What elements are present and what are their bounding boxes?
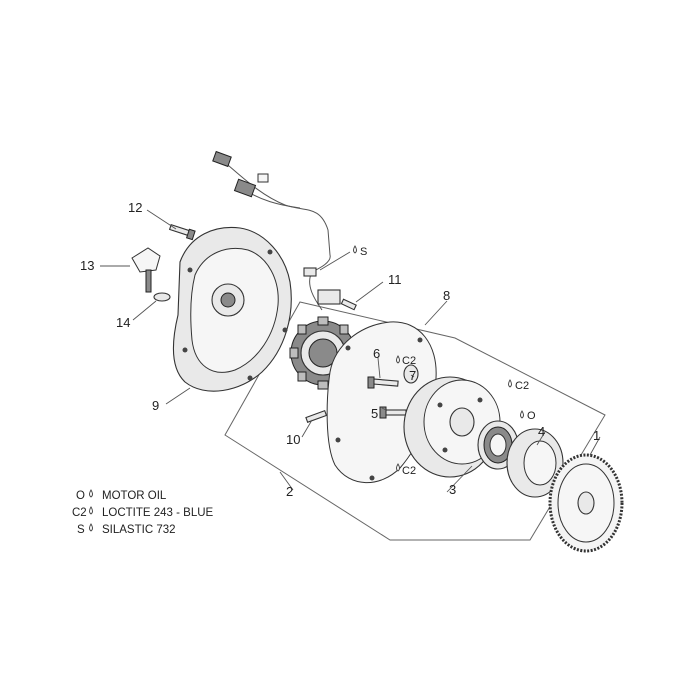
callout-8: 8 <box>443 288 450 303</box>
wiring-harness <box>212 150 331 311</box>
marker-c2-right: C2 <box>515 380 529 392</box>
part-7-washer <box>403 364 419 384</box>
callout-4: 4 <box>538 424 545 439</box>
callout-1: 1 <box>593 428 600 443</box>
drop-icon <box>396 355 400 364</box>
legend-text-motor-oil: MOTOR OIL <box>102 490 167 502</box>
assembly-group-outline <box>224 301 606 541</box>
part-6-bolt <box>367 376 399 389</box>
part-13-plug <box>131 247 161 293</box>
drop-icon <box>89 506 93 515</box>
drop-icon <box>89 523 93 532</box>
callout-12: 12 <box>128 200 142 215</box>
callout-14: 14 <box>116 315 130 330</box>
callout-9: 9 <box>152 398 159 413</box>
callout-2: 2 <box>286 484 293 499</box>
legend: O MOTOR OIL C2 LOCTITE 243 - BLUE S SILA… <box>72 489 214 536</box>
marker-c2-bottom: C2 <box>402 465 416 477</box>
drop-icon <box>520 410 524 419</box>
part-9-side-cover <box>172 226 292 392</box>
callout-11: 11 <box>388 272 402 287</box>
marker-c2-top: C2 <box>402 355 416 367</box>
part-14-o-ring <box>153 292 171 302</box>
callout-13: 13 <box>80 258 94 273</box>
callout-5: 5 <box>371 406 378 421</box>
stator-assembly <box>289 289 359 390</box>
leader-lines <box>100 209 601 493</box>
marker-s: S <box>360 246 367 258</box>
legend-code-motor-oil: O <box>76 490 85 502</box>
callout-6: 6 <box>373 346 380 361</box>
drop-icon <box>396 463 400 472</box>
part-1-ring-gear <box>548 453 624 553</box>
drop-markers <box>353 245 524 472</box>
drop-icon <box>89 489 93 498</box>
part-4-ring <box>506 428 564 498</box>
drop-icon <box>508 379 512 388</box>
legend-text-loctite: LOCTITE 243 - BLUE <box>102 507 214 519</box>
legend-code-silastic: S <box>77 524 85 536</box>
marker-o: O <box>527 410 536 422</box>
drop-icon <box>353 245 357 254</box>
legend-code-loctite: C2 <box>72 507 87 519</box>
callout-3: 3 <box>449 482 456 497</box>
flywheel-rotor <box>403 376 501 478</box>
part-11-screw <box>340 298 357 311</box>
legend-text-silastic: SILASTIC 732 <box>102 524 176 536</box>
part-12-bolt <box>168 224 196 241</box>
callout-7: 7 <box>409 368 416 383</box>
callout-10: 10 <box>286 432 300 447</box>
part-10-bolt <box>305 409 328 423</box>
